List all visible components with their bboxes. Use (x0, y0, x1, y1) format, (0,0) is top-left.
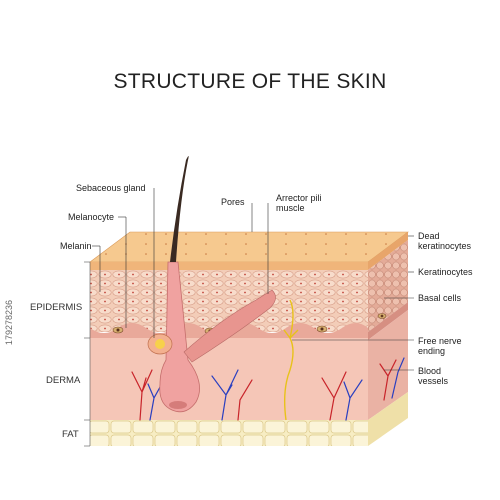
label-dead-keratinocytes: Dead keratinocytes (418, 231, 472, 251)
hair-bulb (169, 401, 187, 409)
label-melanin: Melanin (60, 241, 92, 251)
label-sebaceous-gland: Sebaceous gland (76, 183, 146, 193)
section-label-epidermis: EPIDERMIS (30, 302, 83, 313)
side-basal (368, 302, 408, 340)
label-melanocyte: Melanocyte (68, 212, 115, 222)
section-brackets (84, 261, 91, 447)
dermis-layer (90, 338, 368, 420)
label-free-nerve-ending: Free nerve ending (418, 336, 462, 356)
label-keratinocytes: Keratinocytes (418, 267, 473, 277)
hair-follicle (159, 261, 200, 413)
skin-surface (89, 231, 409, 263)
label-pores: Pores (221, 197, 245, 207)
side-dermis (368, 310, 408, 420)
arrector-pili-muscle-shape (183, 289, 276, 363)
side-epidermis (368, 240, 408, 332)
side-fat (368, 392, 408, 446)
section-label-fat: FAT (62, 429, 79, 440)
diagram-title: STRUCTURE OF THE SKIN (113, 70, 387, 93)
label-blood-vessels: Blood vessels (418, 366, 449, 386)
side-surface (368, 232, 408, 270)
section-label-derma: DERMA (46, 375, 81, 386)
label-arrector-pili-muscle: Arrector pili muscle (276, 193, 322, 213)
surface-front-edge (90, 262, 368, 270)
leader-lines (92, 188, 414, 371)
stock-id-watermark: 179278236 (4, 300, 14, 346)
label-basal-cells: Basal cells (418, 293, 462, 303)
free-nerve-fiber (283, 299, 299, 421)
hair-shaft (170, 156, 189, 262)
fat-layer (90, 420, 368, 446)
